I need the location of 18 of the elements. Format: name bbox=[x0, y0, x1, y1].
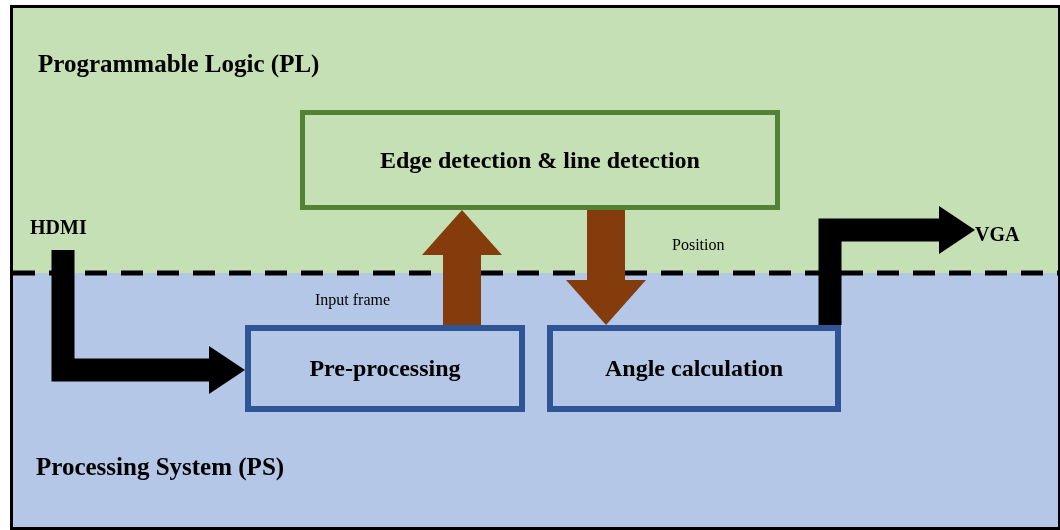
block-arrow bbox=[566, 210, 646, 325]
box-label: Edge detection & line detection bbox=[380, 146, 700, 174]
block-arrow bbox=[818, 206, 975, 325]
process-box bbox=[300, 110, 780, 210]
process-box bbox=[547, 325, 841, 412]
block-arrow bbox=[422, 210, 502, 325]
logic-region bbox=[13, 8, 1058, 273]
box-label: Pre-processing bbox=[309, 355, 461, 382]
output-label: VGA bbox=[975, 223, 1020, 246]
region-title: Programmable Logic (PL) bbox=[38, 50, 320, 78]
system-region bbox=[13, 273, 1058, 527]
input-label: HDMI bbox=[30, 216, 87, 239]
edge-label: Position bbox=[672, 236, 725, 254]
box-label: Angle calculation bbox=[605, 355, 783, 382]
block-arrow bbox=[51, 250, 245, 394]
edge-label: Input frame bbox=[315, 291, 391, 309]
region-title: Processing System (PS) bbox=[36, 453, 285, 481]
process-box bbox=[245, 325, 525, 412]
